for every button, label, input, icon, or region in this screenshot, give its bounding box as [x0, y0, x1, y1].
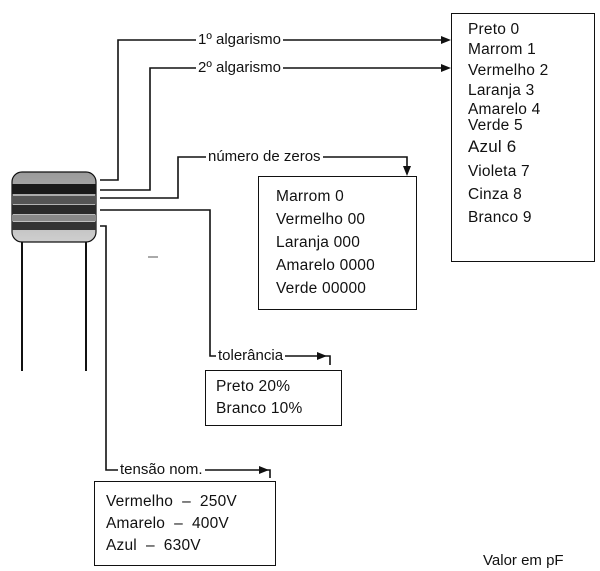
- zeros-row: Marrom 0: [276, 188, 344, 205]
- line-second-digit: [100, 67, 445, 191]
- zeros-row: Verde 00000: [276, 280, 367, 297]
- arrow-zeros: [403, 166, 411, 176]
- label-tolerance: tolerância: [216, 347, 286, 365]
- tolerance-row: Preto 20%: [216, 378, 291, 395]
- digit-row: Violeta 7: [468, 162, 530, 180]
- tolerance-color-table: Preto 20% Branco 10%: [205, 370, 342, 426]
- label-zeros: número de zeros: [206, 148, 323, 166]
- zeros-row: Laranja 000: [276, 234, 361, 251]
- digit-row: Marrom 1: [468, 41, 536, 59]
- arrow-second-digit: [441, 64, 451, 72]
- arrow-first-digit: [441, 36, 451, 44]
- tolerance-row: Branco 10%: [216, 400, 303, 417]
- label-voltage: tensão nom.: [118, 461, 205, 479]
- digit-row: Preto 0: [468, 21, 520, 38]
- line-zeros: [100, 156, 408, 199]
- label-second-digit: 2º algarismo: [196, 59, 284, 77]
- band-5: [12, 222, 96, 230]
- digit-row: Branco 9: [468, 208, 532, 226]
- voltage-row: Vermelho – 250V: [106, 493, 237, 510]
- zeros-color-table: Marrom 0 Vermelho 00 Laranja 000 Amarelo…: [258, 176, 417, 310]
- capacitor-body: [11, 171, 97, 371]
- band-2: [12, 196, 96, 204]
- label-first-digit: 1º algarismo: [196, 31, 284, 49]
- band-1: [12, 184, 96, 194]
- zeros-row: Amarelo 0000: [276, 257, 375, 274]
- voltage-color-table: Vermelho – 250V Amarelo – 400V Azul – 63…: [94, 481, 276, 566]
- digit-row: Verde 5: [468, 116, 523, 134]
- digit-color-table: Preto 0 Marrom 1 Vermelho 2 Laranja 3 Am…: [451, 13, 595, 262]
- unit-note: Valor em pF: [483, 552, 564, 569]
- zeros-row: Vermelho 00: [276, 211, 366, 228]
- digit-row: Laranja 3: [468, 82, 535, 100]
- voltage-row: Azul – 630V: [106, 537, 201, 554]
- digit-row: Amarelo 4: [468, 100, 541, 118]
- band-4: [12, 215, 96, 221]
- digit-row: Cinza 8: [468, 185, 522, 203]
- band-3: [12, 205, 96, 214]
- voltage-row: Amarelo – 400V: [106, 515, 229, 532]
- digit-row: Vermelho 2: [468, 61, 549, 79]
- digit-row: Azul 6: [468, 136, 517, 156]
